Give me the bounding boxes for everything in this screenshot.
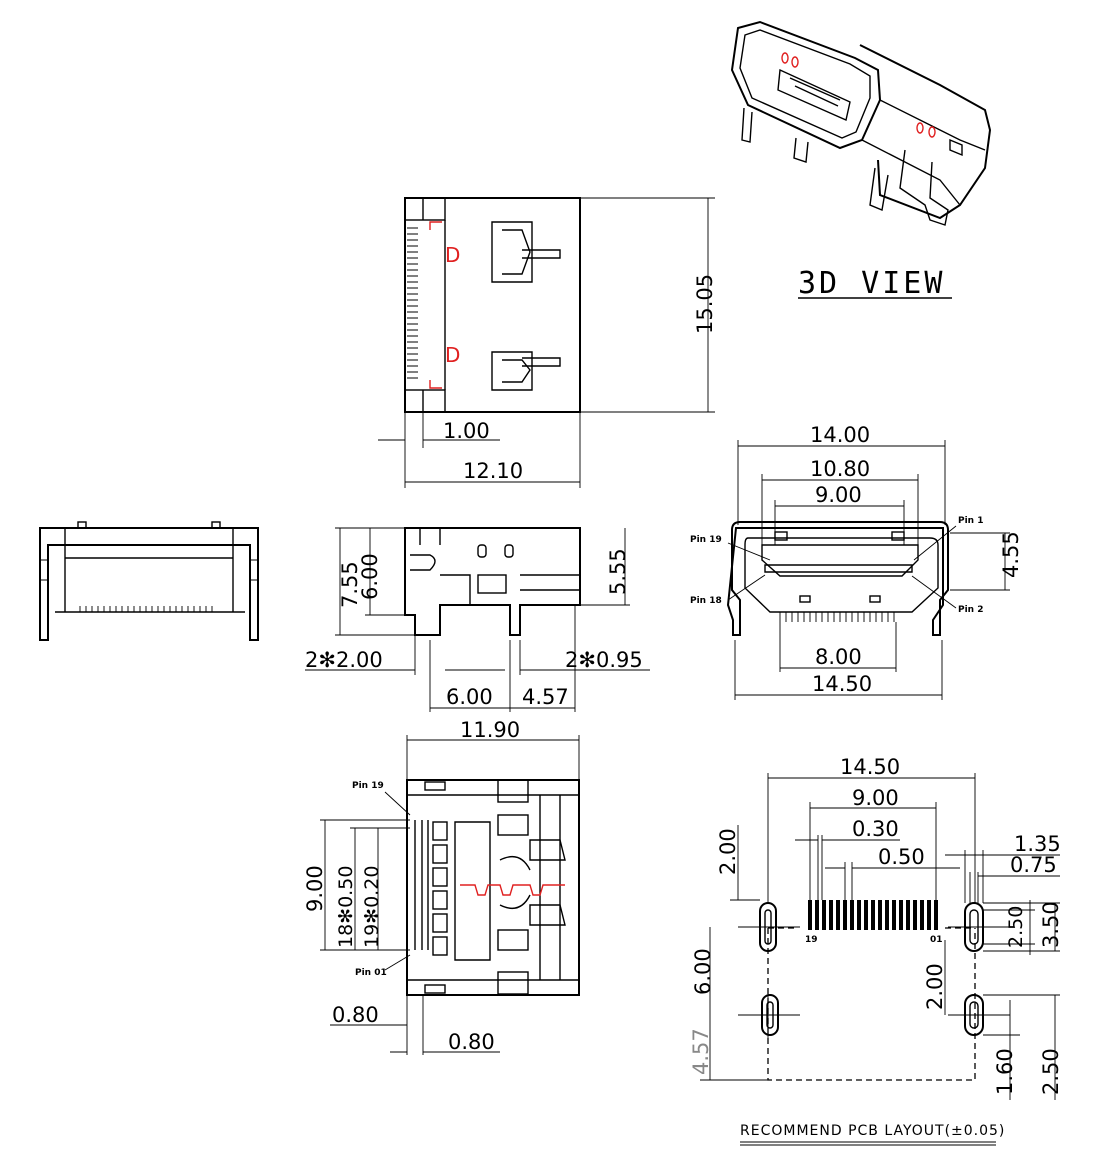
pcb-caption: RECOMMEND PCB LAYOUT(±0.05)	[740, 1123, 1005, 1139]
dim-pcb-lower-a: 1.60	[993, 1048, 1017, 1095]
pcb-pad-row	[808, 900, 938, 930]
dim-pcb-slot-h: 2.50	[1005, 906, 1027, 948]
dim-pcb-slot-inner: 0.75	[1010, 853, 1057, 877]
dim-pcb-lower-b: 2.50	[1039, 1048, 1063, 1095]
red-mark-bottom: D	[445, 343, 460, 367]
dim-side-span-b: 4.57	[522, 685, 569, 709]
dim-side-span-a: 6.00	[446, 685, 493, 709]
dim-pcb-slot-w: 1.35	[1014, 832, 1061, 856]
dim-bottom-left-a: 0.80	[332, 1003, 379, 1027]
dim-front-height: 4.55	[999, 531, 1023, 578]
dim-pcb-pitch: 0.50	[878, 845, 925, 869]
side-view: 7.55 6.00 5.55 2✻2.00 2✻0.95 6.00 4.57	[305, 527, 650, 712]
dim-top-width: 12.10	[463, 459, 523, 483]
dim-bottom-pin-span: 9.00	[303, 865, 327, 912]
red-mark-top: D	[445, 243, 460, 267]
dim-bottom-width: 11.90	[460, 718, 520, 742]
dim-pcb-pad-span: 9.00	[852, 786, 899, 810]
dim-front-mid: 10.80	[810, 457, 870, 481]
dim-pcb-slot-h-outer: 3.50	[1039, 901, 1063, 948]
front-pin19-label: Pin 19	[690, 535, 722, 545]
dim-bottom-pitch: 18✻0.50	[335, 866, 357, 948]
dim-side-left-w: 2✻2.00	[305, 648, 383, 672]
view-3d-title: 3D VIEW	[798, 266, 945, 301]
dim-pcb-overall: 14.50	[840, 755, 900, 779]
front-pin1-label: Pin 1	[958, 516, 983, 526]
dim-top-height: 15.05	[693, 274, 717, 334]
dim-pcb-mid: 2.00	[923, 963, 947, 1010]
dim-side-h-total: 7.55	[338, 561, 362, 608]
dim-side-h-right: 5.55	[606, 548, 630, 595]
left-view	[39, 521, 259, 641]
front-view: Pin 1 Pin 19 Pin 18 Pin 2 14.00 10.80 9.…	[690, 423, 1023, 700]
top-view: D D 15.05 1.00 12.10	[378, 197, 717, 488]
dim-bottom-left-b: 0.80	[448, 1030, 495, 1054]
bottom-pin19-label: Pin 19	[352, 781, 384, 791]
dim-side-h-inner: 6.00	[358, 553, 382, 600]
bottom-pin01-label: Pin 01	[355, 968, 387, 978]
dim-pcb-vert-a: 2.00	[716, 828, 740, 875]
front-pin18-label: Pin 18	[690, 596, 722, 606]
pcb-pad-19-label: 19	[805, 935, 818, 945]
dim-top-offset: 1.00	[443, 419, 490, 443]
dim-front-base-outer: 14.50	[812, 672, 872, 696]
bottom-view: Pin 19 Pin 01 11.90 9.00 18✻0.50 19✻0.20…	[303, 718, 580, 1055]
dim-pcb-drop: 4.57	[689, 1028, 713, 1075]
pcb-layout: 19 01 14.50 9.00 0.30 0.50 1.35 0.75 2.0…	[689, 755, 1063, 1146]
front-pin2-label: Pin 2	[958, 605, 983, 615]
dim-front-base-inner: 8.00	[815, 645, 862, 669]
dim-bottom-pin-w: 19✻0.20	[361, 866, 383, 948]
dim-pcb-pad-w: 0.30	[852, 817, 899, 841]
pcb-pad-01-label: 01	[930, 935, 943, 945]
dim-front-inner: 9.00	[815, 483, 862, 507]
dim-side-right-w: 2✻0.95	[565, 648, 643, 672]
dim-pcb-gap: 6.00	[691, 948, 715, 995]
dim-front-outer: 14.00	[810, 423, 870, 447]
view-3d: 3D VIEW	[730, 20, 992, 301]
